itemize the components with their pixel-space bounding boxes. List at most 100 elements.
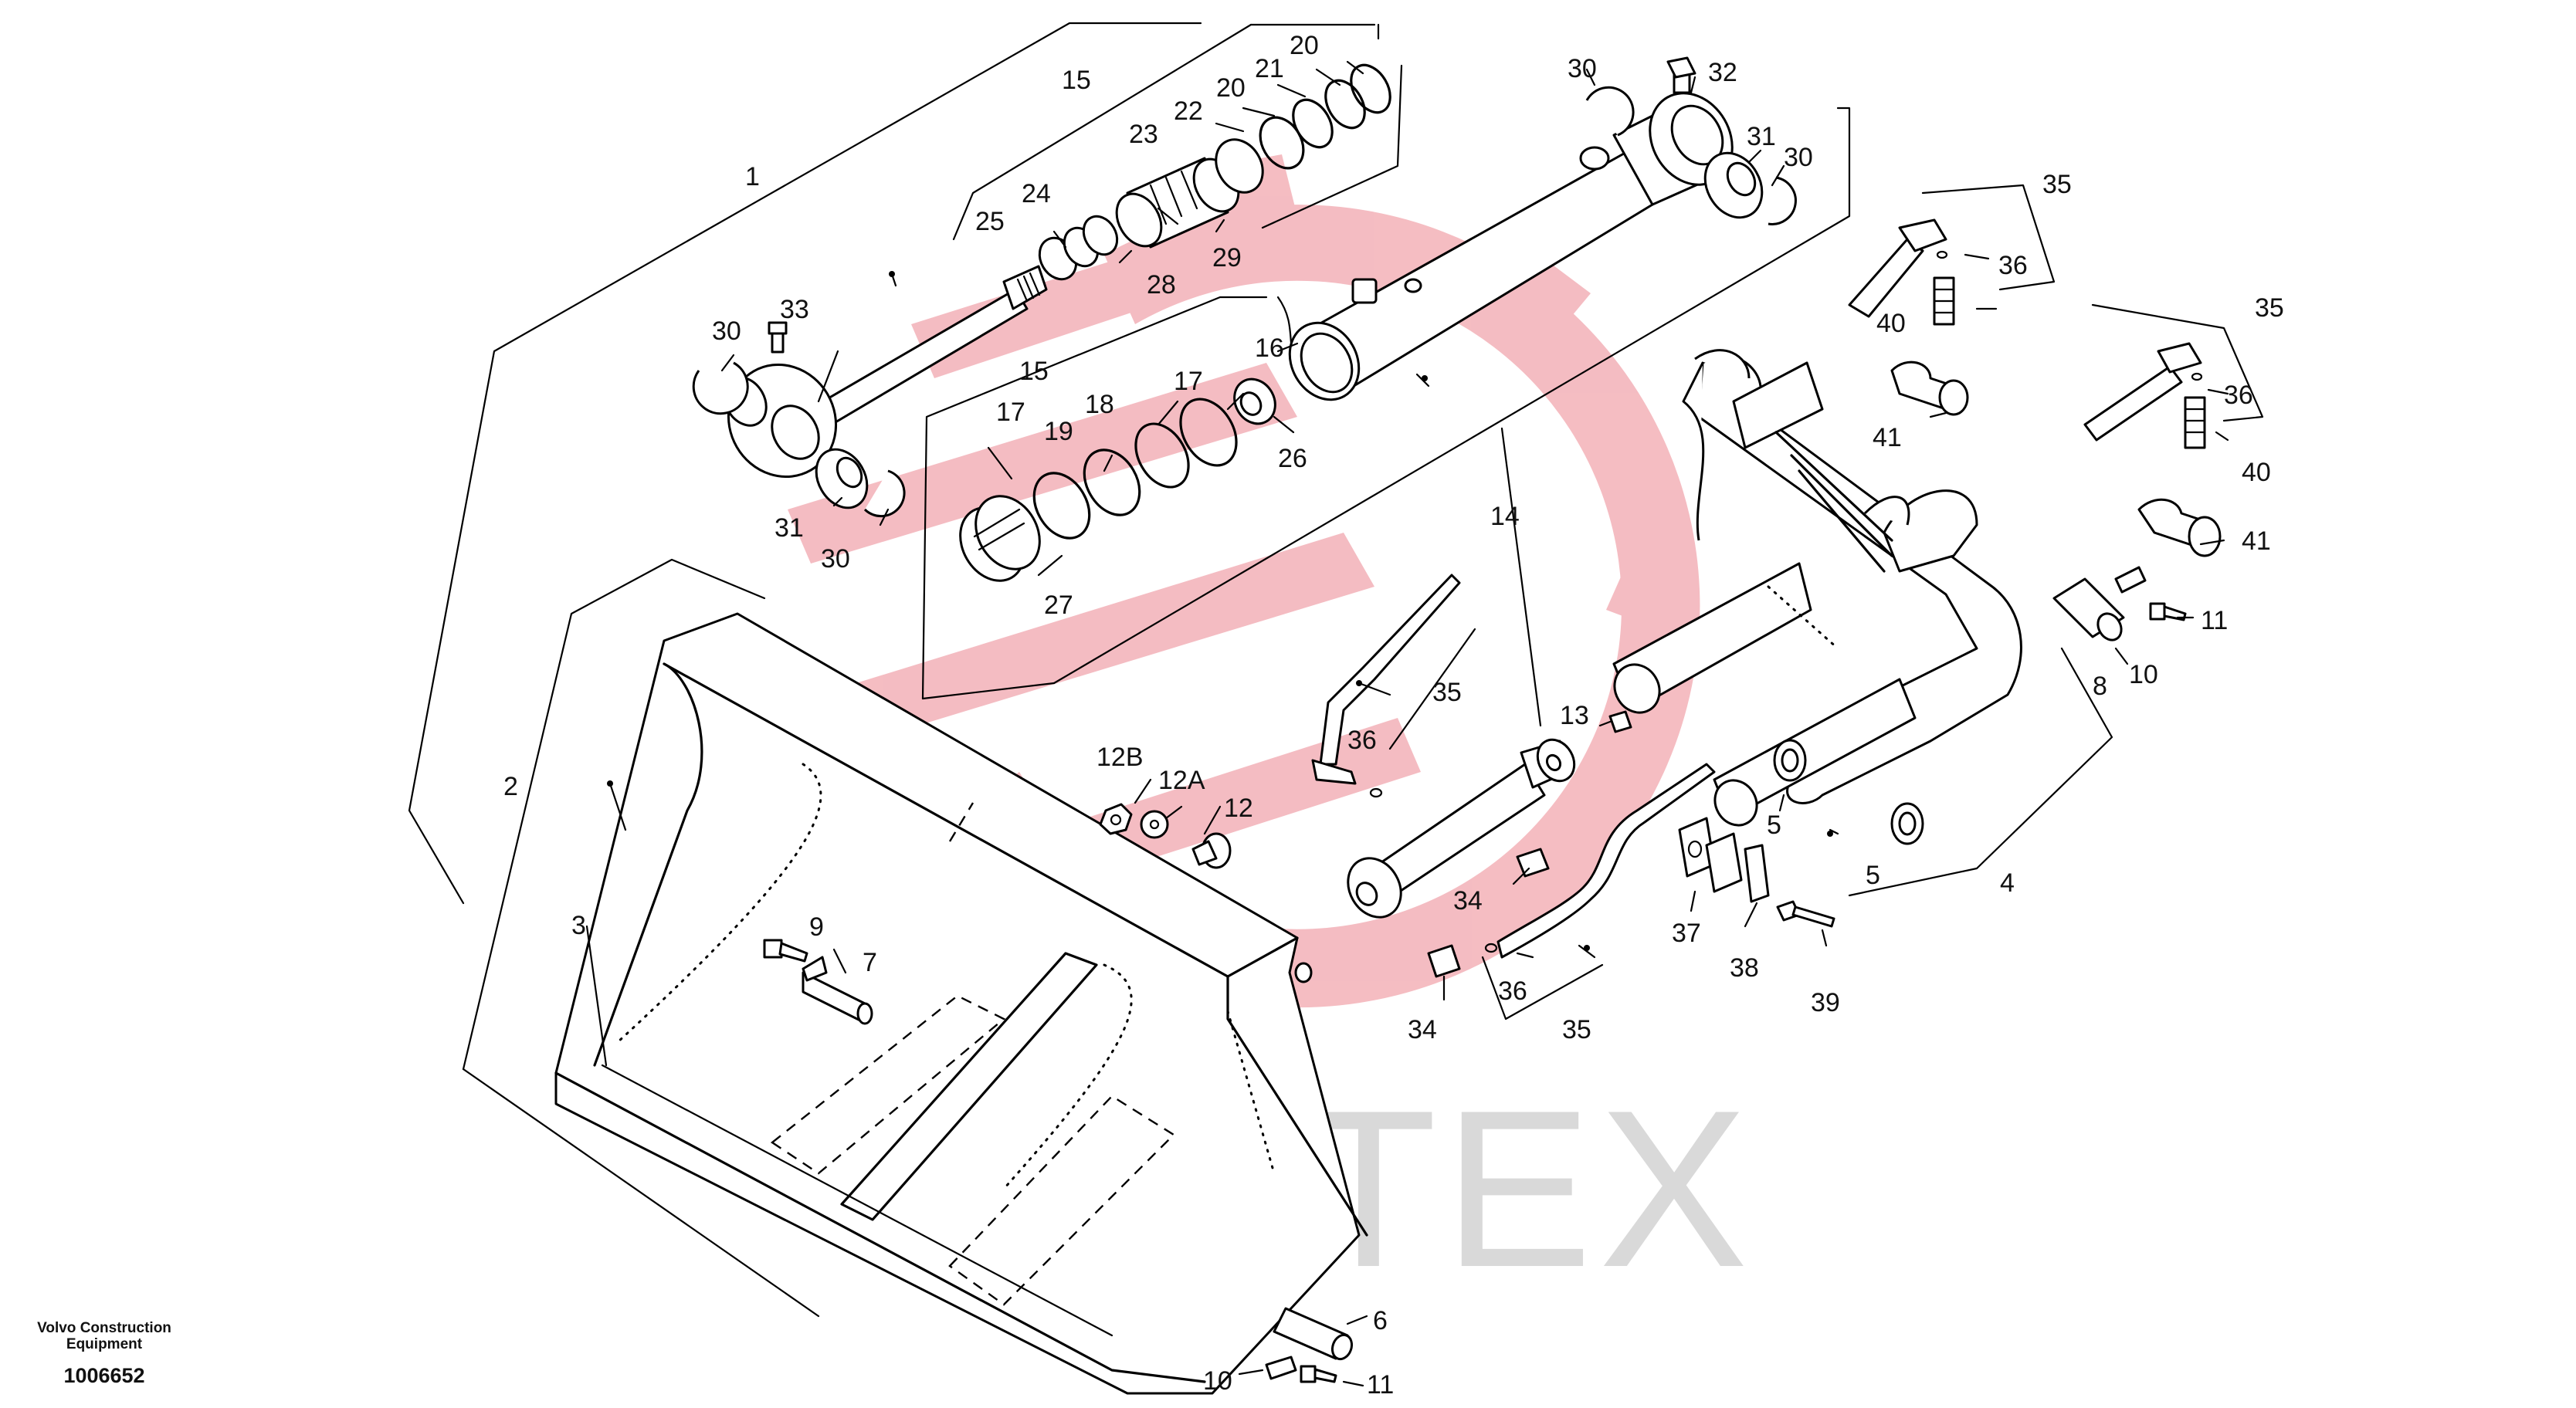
callout-12: 12 [1224, 794, 1253, 823]
tilt-cylinder [1347, 738, 1576, 919]
cylinder-barrel [1288, 92, 1734, 401]
callout-19: 19 [1044, 417, 1073, 446]
grease-nipple [768, 321, 788, 354]
callout-41: 41 [1873, 423, 1902, 452]
callout-17: 17 [996, 398, 1025, 427]
callout-23: 23 [1129, 120, 1158, 149]
circlip [863, 469, 906, 518]
group-brackets [408, 22, 2264, 1318]
callout-5: 5 [1767, 811, 1781, 840]
pin-6 [1273, 1307, 1354, 1361]
plate-38 [1744, 844, 1770, 903]
callout-20: 20 [1216, 73, 1246, 103]
callout-28: 28 [1147, 270, 1176, 300]
callout-34: 34 [1453, 886, 1483, 916]
callout-33: 33 [780, 295, 809, 324]
callout-7: 7 [863, 948, 877, 977]
callout-11: 11 [1367, 1370, 1394, 1400]
callout-31: 31 [1747, 122, 1776, 151]
bolt-12 [1191, 832, 1232, 869]
wear-pin-7 [802, 956, 873, 1025]
callout-27: 27 [1044, 591, 1073, 620]
callout-13: 13 [1560, 701, 1589, 730]
lock-plate-10 [1265, 1356, 1297, 1380]
drawing-number: 1006652 [63, 1364, 145, 1387]
callout-10: 10 [2129, 660, 2158, 689]
leader-lines [585, 60, 2229, 1387]
clamp-37 [1678, 817, 1743, 893]
callout-14: 14 [1490, 502, 1520, 531]
coupler-frame [1612, 349, 2022, 827]
callout-6: 6 [1373, 1306, 1388, 1335]
callout-21: 21 [1255, 54, 1284, 83]
callout-25: 25 [975, 207, 1005, 236]
callout-24: 24 [1022, 179, 1051, 208]
bolt-11 [2149, 602, 2187, 621]
circlip [1585, 86, 1635, 137]
callout-12b: 12B [1096, 743, 1144, 772]
callout-8: 8 [2093, 672, 2107, 701]
callout-31: 31 [774, 513, 804, 543]
callout-36: 36 [1347, 726, 1377, 755]
callout-15: 15 [1062, 66, 1091, 95]
circlip [1768, 176, 1797, 225]
callout-32: 32 [1708, 58, 1737, 87]
bleed-screw [1666, 56, 1696, 94]
callout-30: 30 [821, 544, 850, 574]
callout-35: 35 [2042, 170, 2072, 199]
spherical-bearing [1703, 151, 1764, 219]
callout-40: 40 [1876, 309, 1906, 338]
callout-2: 2 [503, 772, 518, 801]
callout-29: 29 [1212, 243, 1242, 272]
callout-30: 30 [1784, 143, 1813, 172]
callout-36: 36 [2224, 381, 2253, 410]
bolt-39 [1776, 900, 1835, 928]
drawing-brand: Volvo Construction Equipment [31, 1320, 178, 1352]
brand-line-2: Equipment [66, 1336, 143, 1352]
callout-35: 35 [1562, 1015, 1591, 1044]
bucket [554, 612, 1368, 1395]
hose-35 [1496, 763, 1716, 959]
hose-35 [1311, 574, 1461, 785]
piston-seal-kit-upper [1038, 63, 1391, 281]
callout-12a: 12A [1158, 766, 1205, 795]
callout-35: 35 [1432, 678, 1462, 707]
circlip [692, 361, 749, 415]
fitting-13 [1608, 710, 1632, 733]
nut-12b [1099, 803, 1133, 835]
callout-15: 15 [1019, 357, 1049, 386]
bolt-9 [763, 939, 808, 963]
callout-36: 36 [1498, 976, 1527, 1006]
callout-30: 30 [712, 316, 741, 346]
brand-line-1: Volvo Construction [37, 1320, 171, 1336]
callout-20: 20 [1290, 31, 1319, 60]
callout-labels: 1 2 3 4 5 5 6 7 8 9 10 10 11 11 12 12A 1… [503, 31, 2284, 1400]
piston-rod [723, 265, 1048, 479]
bushing-5 [1890, 802, 1924, 845]
callout-5: 5 [1866, 861, 1880, 890]
callout-30: 30 [1568, 54, 1597, 83]
lock-plate-10 [2114, 566, 2147, 594]
callout-40: 40 [2242, 458, 2271, 487]
callout-18: 18 [1085, 390, 1114, 419]
callout-36: 36 [1998, 251, 2028, 280]
pin-8 [2052, 577, 2125, 641]
callout-41: 41 [2242, 526, 2271, 556]
o-ring-36 [1369, 787, 1498, 953]
callout-11: 11 [2201, 606, 2228, 635]
callout-34: 34 [1408, 1015, 1437, 1044]
callout-4: 4 [2000, 868, 2015, 898]
callout-1: 1 [745, 162, 760, 191]
hose-35-upper [1848, 218, 1969, 416]
fitting-34 [1516, 848, 1550, 878]
callout-37: 37 [1672, 919, 1701, 948]
callout-17: 17 [1174, 367, 1203, 396]
bushing-5 [1773, 739, 1807, 782]
spherical-bearing [815, 448, 869, 509]
bolt-11 [1300, 1365, 1337, 1383]
callout-35: 35 [2255, 293, 2284, 323]
callout-39: 39 [1811, 988, 1840, 1017]
piston-seal-kit-lower [959, 296, 1299, 582]
fitting-34 [1427, 944, 1461, 978]
